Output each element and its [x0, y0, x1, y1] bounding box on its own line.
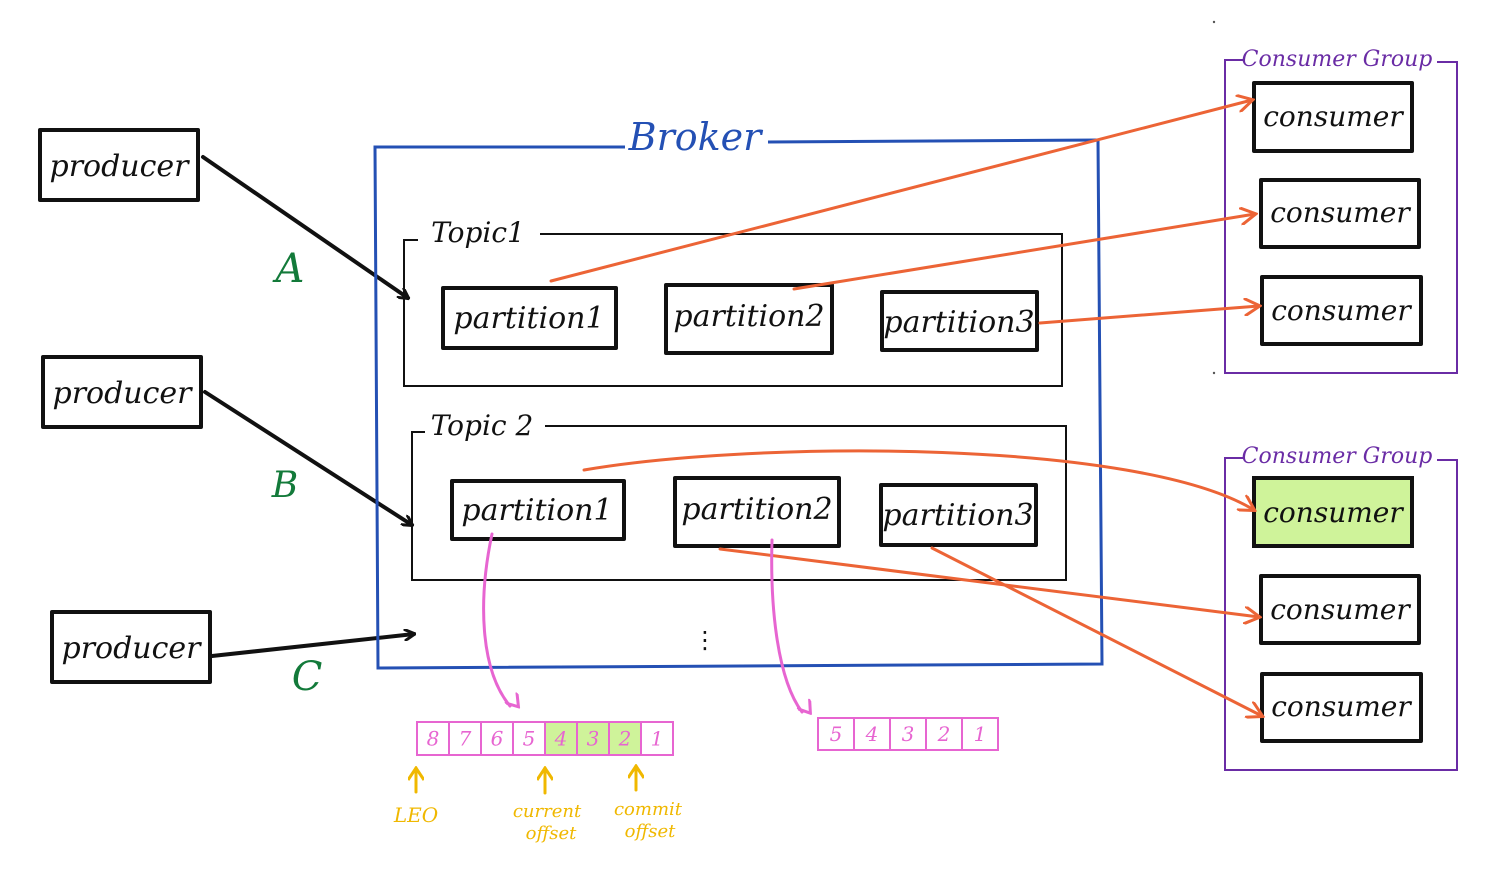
current-offset-label-line2: offset	[526, 823, 577, 844]
cg2-consumer-2-label: consumer	[1270, 593, 1411, 626]
edge-a-label: A	[272, 246, 305, 292]
cg1-consumer-3-label: consumer	[1271, 294, 1412, 327]
partition1-log-cell-label: 5	[523, 727, 536, 751]
topic1-partition3-label: partition3	[883, 305, 1034, 340]
topic-1-title: Topic1	[431, 216, 525, 249]
edge-c-arrow	[210, 634, 414, 658]
producer-node-2: producer	[41, 355, 203, 429]
edge-c-label: C	[292, 654, 323, 700]
broker-ellipsis: ⋮	[693, 626, 717, 654]
edge-b-arrow	[203, 390, 412, 525]
topic2-partition2-label: partition2	[681, 492, 832, 527]
commit-offset-marker: commit offset	[614, 766, 683, 842]
cg1-consumer-1-label: consumer	[1263, 100, 1404, 133]
topic2-partition2: partition2	[673, 476, 841, 548]
partition1-log-cell-label: 7	[459, 727, 472, 751]
stray-dot	[1212, 20, 1216, 24]
current-offset-label-line1: current	[513, 801, 582, 822]
leo-marker: LEO	[393, 768, 438, 827]
t2p2-log-arrow	[770, 538, 802, 712]
t2p1-to-consumer-arrow	[582, 449, 1254, 510]
topic2-partition1-label: partition1	[461, 493, 612, 528]
cg2-consumer-2: consumer	[1259, 574, 1421, 645]
edge-b-label: B	[271, 465, 298, 506]
cg2-consumer-3-label: consumer	[1271, 690, 1412, 723]
partition1-log-cell	[640, 721, 674, 756]
edge-a-arrow	[201, 155, 408, 298]
t1p2-to-consumer-arrow	[792, 214, 1255, 291]
cg1-consumer-2-label: consumer	[1270, 196, 1411, 229]
producer-label-3: producer	[61, 631, 202, 666]
producer-node-3: producer	[50, 610, 212, 684]
topic1-partition2: partition2	[664, 283, 834, 355]
partition2-log-cell-label: 2	[937, 722, 951, 746]
partition2-log-cell-label: 3	[902, 722, 915, 746]
consumer-group-2: Consumer Group consumer consumer consume…	[1224, 444, 1458, 771]
cg2-consumer-3: consumer	[1260, 672, 1423, 743]
partition1-log-cell-label: 8	[427, 727, 440, 751]
topic-2-container: Topic 2 partition1 partition2 partition3	[411, 409, 1067, 581]
consumer-group-1: Consumer Group consumer consumer consume…	[1224, 47, 1458, 374]
producer-label-2: producer	[52, 376, 193, 411]
topic1-partition1: partition1	[441, 286, 618, 350]
partition2-log-cell	[961, 717, 999, 751]
partition1-log-cell-label: 3	[587, 727, 600, 751]
producer-label-1: producer	[49, 149, 190, 184]
t2p3-to-consumer-arrow	[930, 546, 1262, 716]
partition2-log-cell-label: 5	[830, 722, 843, 746]
t2p1-log-arrow	[482, 532, 510, 706]
topic-2-title: Topic 2	[431, 409, 534, 442]
topic1-partition1-label: partition1	[453, 301, 604, 336]
cg1-consumer-3: consumer	[1260, 275, 1423, 346]
cg1-consumer-2: consumer	[1259, 178, 1421, 249]
t1p3-to-consumer-arrow	[1038, 306, 1259, 325]
cg2-consumer-1: consumer	[1252, 476, 1414, 548]
topic2-partition3-label: partition3	[882, 498, 1033, 533]
partition2-log-cell-label: 4	[865, 722, 879, 746]
commit-offset-label-line2: offset	[625, 821, 676, 842]
broker-title: Broker	[628, 115, 764, 159]
partition1-log-cell-label: 1	[651, 727, 664, 751]
t1p1-to-consumer-arrow	[549, 100, 1252, 283]
topic1-partition2-label: partition2	[673, 299, 824, 334]
current-offset-marker: current offset	[513, 768, 582, 844]
topic-1-container: Topic1 partition1 partition2 partition3	[403, 216, 1063, 387]
partition2-log-cell-label: 1	[974, 722, 987, 746]
partition1-log-cell-label: 4	[554, 727, 568, 751]
leo-marker-label: LEO	[393, 803, 438, 827]
cg2-consumer-1-label: consumer	[1263, 496, 1404, 529]
cg1-consumer-1: consumer	[1252, 81, 1414, 153]
stray-dot	[1212, 371, 1216, 375]
partition1-log-cell-label: 6	[491, 727, 504, 751]
partition1-log-cell-label: 2	[618, 727, 632, 751]
consumer-group-1-title: Consumer Group	[1242, 47, 1433, 72]
t2p2-to-consumer-arrow	[718, 547, 1259, 617]
consumer-group-2-title: Consumer Group	[1242, 444, 1433, 469]
broker-container: Broker ⋮	[373, 115, 1104, 670]
producer-node-1: producer	[38, 128, 200, 202]
topic2-partition1: partition1	[450, 479, 626, 541]
commit-offset-label-line1: commit	[614, 799, 683, 820]
topic1-partition3: partition3	[880, 290, 1039, 352]
topic2-partition3: partition3	[879, 483, 1038, 547]
